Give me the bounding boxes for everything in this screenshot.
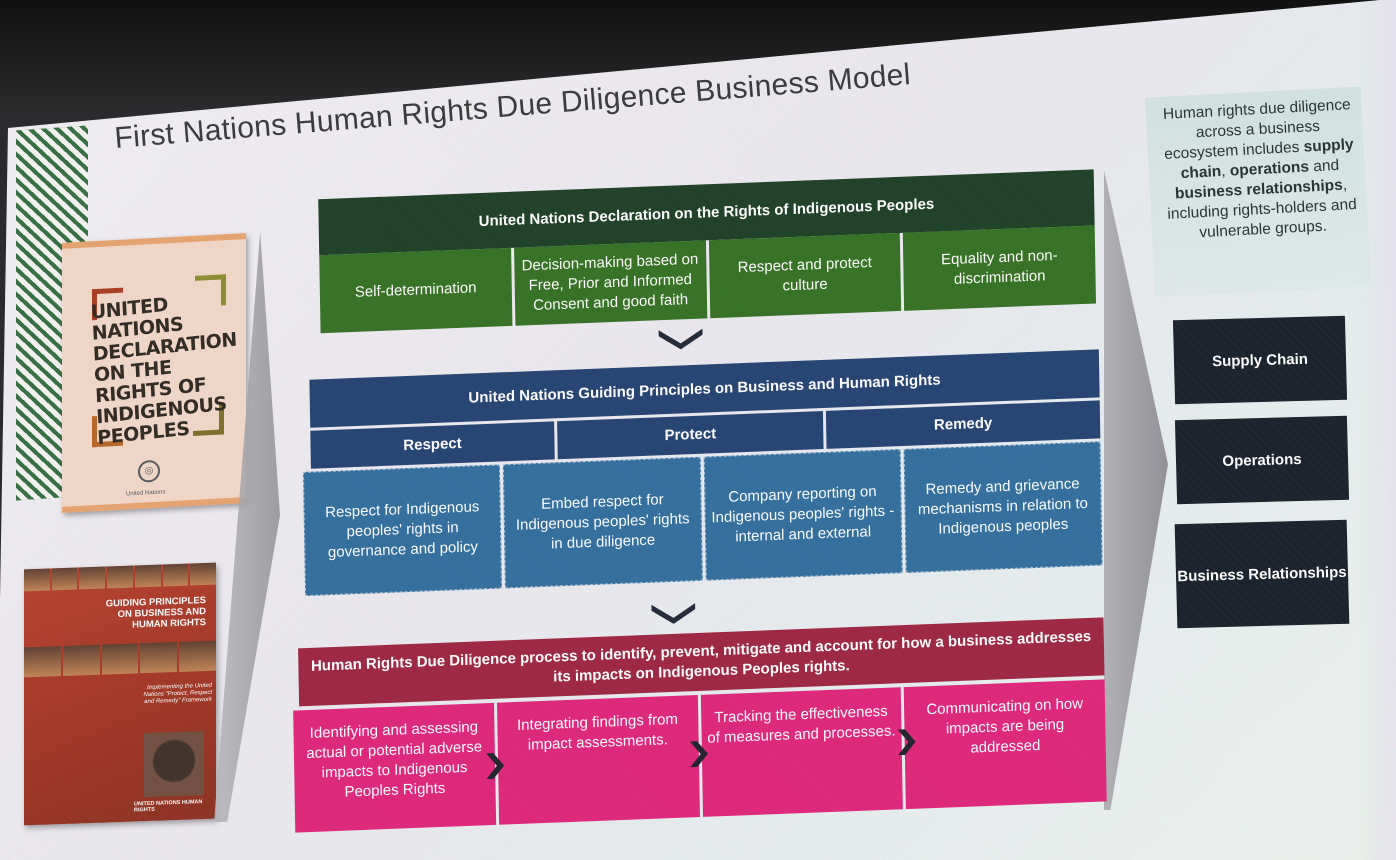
ungp-book-cover: GUIDING PRINCIPLES ON BUSINESS AND HUMAN… [24, 562, 216, 826]
note-text: and [1308, 156, 1340, 176]
pillar-remedy: Remedy [825, 400, 1101, 449]
ungp-cell: Respect for Indigenous peoples' rights i… [303, 464, 503, 597]
un-emblem-icon: ◎ [138, 459, 160, 483]
operations-box: Operations [1174, 415, 1350, 505]
cover-photo-strip [24, 562, 216, 592]
ecosystem-note: Human rights due diligence across a busi… [1156, 95, 1363, 245]
pillar-protect: Protect [557, 411, 824, 460]
ungp-publisher: UNITED NATIONS HUMAN RIGHTS [134, 799, 203, 814]
business-model-diagram: United Nations Declaration on the Rights… [293, 169, 1107, 833]
ungp-cell: Remedy and grievance mechanisms in relat… [903, 441, 1103, 573]
chevron-down-icon [651, 603, 695, 625]
ungp-cover-subtitle: Implementing the United Nations "Protect… [143, 682, 213, 706]
ungp-cell: Company reporting on Indigenous peoples'… [703, 449, 903, 581]
hrdd-step: Tracking the effectiveness of measures a… [700, 687, 904, 817]
undrip-book-cover: UNITED NATIONS DECLARATION ON THE RIGHTS… [62, 233, 246, 513]
cover-portrait-image [144, 731, 204, 798]
hrdd-step: Integrating findings from impact assessm… [496, 695, 700, 825]
undrip-cell: Decision-making based on Free, Prior and… [513, 240, 707, 326]
ungp-principles-row: Respect for Indigenous peoples' rights i… [303, 441, 1103, 597]
undrip-cover-title: UNITED NATIONS DECLARATION ON THE RIGHTS… [90, 293, 238, 450]
undrip-publisher: United Nations [126, 489, 166, 498]
cover-photo-strip [24, 640, 216, 678]
undrip-cell: Self-determination [319, 247, 513, 334]
business-relationships-box: Business Relationships [1174, 519, 1350, 629]
supply-chain-box: Supply Chain [1172, 315, 1348, 405]
chevron-down-icon [659, 329, 703, 351]
ungp-cover-title: GUIDING PRINCIPLES ON BUSINESS AND HUMAN… [105, 594, 206, 631]
slide-title: First Nations Human Rights Due Diligence… [113, 58, 912, 156]
undrip-cell: Equality and non-discrimination [903, 225, 1097, 311]
hrdd-step: Identifying and assessing actual or pote… [293, 702, 496, 833]
undrip-cell: Respect and protect culture [708, 232, 902, 319]
pillar-respect: Respect [310, 421, 555, 469]
hrdd-step: Communicating on how impacts are being a… [903, 679, 1107, 810]
ungp-cell: Embed respect for Indigenous peoples' ri… [503, 456, 703, 589]
screen-edge-glow [1360, 0, 1396, 860]
note-emphasis: operations [1229, 158, 1310, 180]
